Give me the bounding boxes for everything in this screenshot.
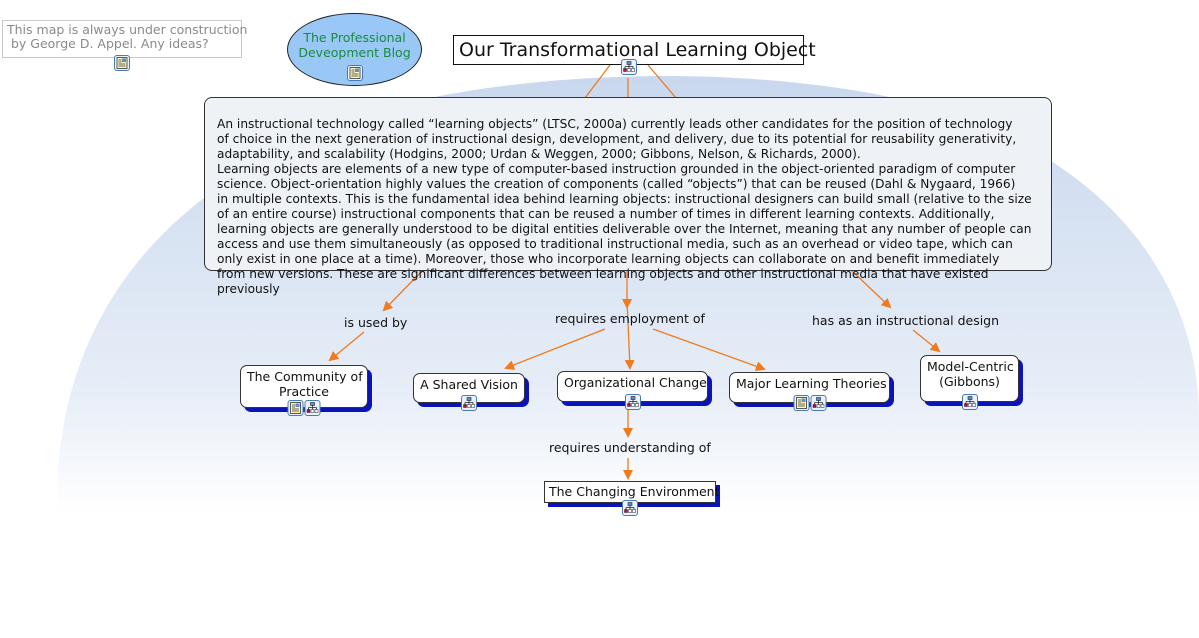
concept-model-centric[interactable]: Model-Centric (Gibbons) <box>920 355 1019 410</box>
construction-note[interactable]: This map is always under construction by… <box>2 20 247 71</box>
concept-community-of-practice[interactable]: The Community of Practice <box>240 365 368 416</box>
concept-changing-environment[interactable]: The Changing Environment <box>544 481 720 516</box>
concept-label: The Community of Practice <box>247 369 363 399</box>
link-main-design <box>850 269 892 309</box>
link-label-is-used-by[interactable]: is used by <box>344 315 408 330</box>
concept-label: Model-Centric (Gibbons) <box>927 359 1014 389</box>
document-resource-icon[interactable] <box>793 395 809 411</box>
link-design-modelcentric <box>912 329 941 353</box>
link-title-main-left <box>584 64 611 99</box>
professional-development-blog[interactable]: The Professional Deveopment Blog <box>287 13 422 86</box>
link-usedby-community <box>328 331 365 362</box>
concept-shared-vision[interactable]: A Shared Vision <box>413 373 525 411</box>
link-employment-vision <box>504 328 606 370</box>
submap-icon[interactable] <box>961 394 978 410</box>
submap-icon[interactable] <box>624 394 641 410</box>
link-employment-orgchange <box>624 299 635 370</box>
document-resource-icon[interactable] <box>346 65 363 81</box>
submap-icon[interactable] <box>461 395 477 411</box>
link-main-usedby <box>382 269 424 312</box>
map-title[interactable]: Our Transformational Learning Object <box>453 35 816 75</box>
document-resource-icon[interactable] <box>287 400 304 416</box>
concept-label: The Changing Environment <box>549 484 720 499</box>
concept-major-learning-theories[interactable]: Major Learning Theories <box>729 372 890 411</box>
concept-label: Organizational Change <box>564 375 707 390</box>
description-text: An instructional technology called “lear… <box>217 117 1032 296</box>
submap-icon[interactable] <box>304 400 321 416</box>
concept-organizational-change[interactable]: Organizational Change <box>557 371 708 410</box>
submap-icon[interactable] <box>622 500 638 516</box>
link-employment-theories <box>652 328 766 371</box>
link-label-requires-employment-of[interactable]: requires employment of <box>555 311 705 326</box>
concept-label: Major Learning Theories <box>736 376 887 391</box>
submap-icon[interactable] <box>620 59 637 75</box>
learning-objects-description[interactable]: An instructional technology called “lear… <box>204 97 1052 296</box>
blog-label: The Professional Deveopment Blog <box>298 29 411 60</box>
note-text: This map is always under construction by… <box>7 22 248 51</box>
submap-icon[interactable] <box>810 395 826 411</box>
link-label-requires-understanding-of[interactable]: requires understanding of <box>549 440 711 455</box>
document-resource-icon[interactable] <box>114 55 130 71</box>
concept-label: A Shared Vision <box>420 377 518 392</box>
link-title-main-right <box>647 64 677 99</box>
map-title-text: Our Transformational Learning Object <box>459 39 816 61</box>
link-label-instructional-design[interactable]: has as an instructional design <box>812 313 1000 328</box>
